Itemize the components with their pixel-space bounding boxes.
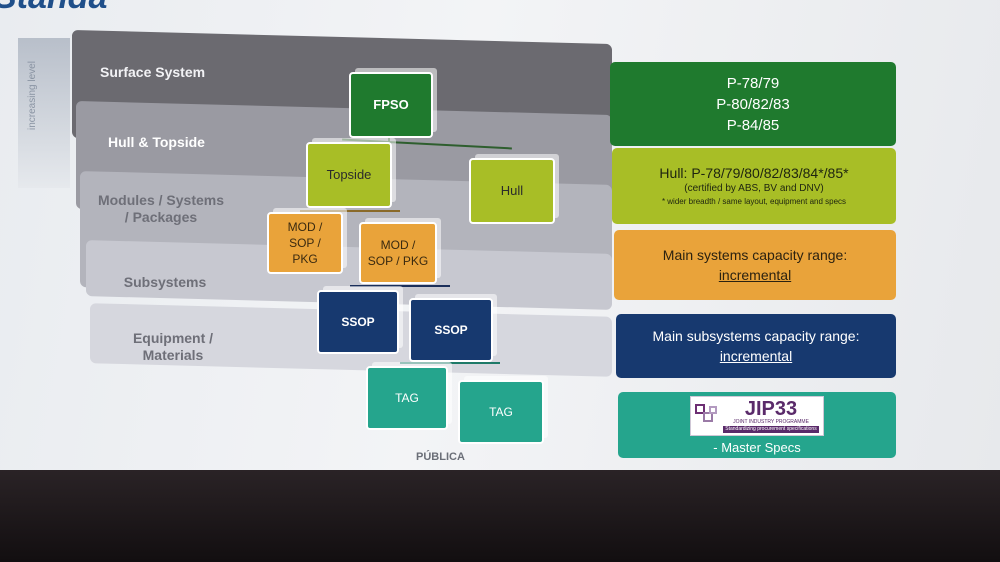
jip33-logo: JIP33 JOINT INDUSTRY PROGRAMME Standardi… (690, 395, 824, 436)
tag-box-2: TAG (458, 380, 544, 444)
level-label-surface-system: Surface System (100, 64, 206, 80)
hull-title: Hull: P-78/79/80/82/83/84*/85* (659, 165, 849, 181)
level-label-equipment: Equipment / Materials (132, 330, 214, 363)
slide-screen: Standa increasing level Surface System H… (0, 0, 1000, 470)
jip33-logo-subtitle: JOINT INDUSTRY PROGRAMME (733, 418, 809, 425)
mod-sop-pkg-box-2: MOD / SOP / PKG (359, 222, 437, 284)
surface-line-2: P-80/82/83 (716, 95, 790, 113)
equipment-text: - Master Specs (713, 439, 801, 455)
mod-sop-pkg-box-1: MOD / SOP / PKG (267, 212, 343, 274)
tag-box-1: TAG (366, 366, 448, 430)
surface-line-3: P-84/85 (726, 116, 780, 134)
fpso-box: FPSO (349, 72, 433, 138)
jip33-logo-strip: Standardizing procurement specifications (723, 425, 819, 433)
increasing-level-axis (18, 38, 70, 188)
hull-box: Hull (469, 158, 555, 224)
subsystems-underlined: incremental (719, 348, 793, 364)
info-panel-modules: Main systems capacity range: incremental (614, 230, 896, 300)
axis-label: increasing level (27, 61, 38, 130)
info-panel-subsystems: Main subsystems capacity range: incremen… (616, 314, 896, 378)
jip33-logo-mark-icon (695, 403, 719, 428)
hull-cert: (certified by ABS, BV and DNV) (684, 183, 824, 194)
modules-underlined: incremental (718, 267, 792, 283)
hull-note: * wider breadth / same layout, equipment… (661, 197, 847, 206)
ssop-box-1: SSOP (317, 290, 399, 354)
modules-text: Main systems capacity range: (662, 247, 848, 263)
level-label-hull-topside: Hull & Topside (108, 134, 205, 150)
connector-modules (300, 210, 400, 212)
classification-footer: PÚBLICA (416, 451, 465, 463)
jip33-logo-title: JIP33 (744, 397, 798, 420)
level-label-subsystems: Subsystems (123, 274, 207, 290)
slide-title-fragment: Standa (0, 0, 107, 17)
info-panel-hull: Hull: P-78/79/80/82/83/84*/85* (certifie… (612, 148, 896, 224)
info-panel-equipment: JIP33 JOINT INDUSTRY PROGRAMME Standardi… (618, 392, 896, 458)
ssop-box-2: SSOP (409, 298, 493, 362)
level-label-modules: Modules / Systems / Packages (97, 192, 225, 225)
topside-box: Topside (306, 142, 392, 208)
connector-ssop (350, 285, 450, 287)
connector-tag (400, 362, 500, 364)
info-panel-surface: P-78/79 P-80/82/83 P-84/85 (610, 62, 896, 146)
subsystems-text: Main subsystems capacity range: (652, 328, 860, 344)
monitor-bezel (0, 470, 1000, 562)
surface-line-1: P-78/79 (726, 74, 780, 92)
